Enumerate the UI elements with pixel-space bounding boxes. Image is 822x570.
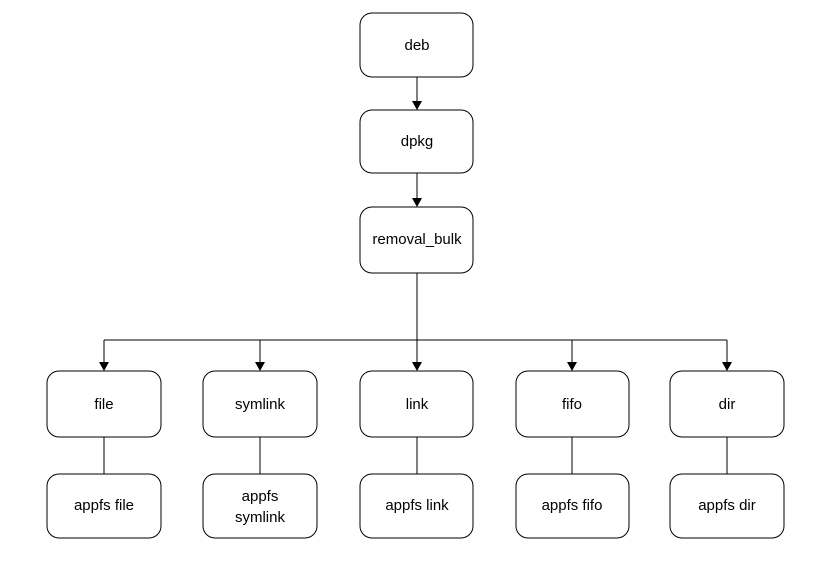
node-file-box [46, 370, 162, 438]
arrowhead-dpkg [412, 101, 422, 110]
node-symlink-label: symlink [235, 396, 286, 413]
node-dpkg-box [359, 109, 474, 174]
node-link-label: link [406, 396, 429, 413]
node-link-box [359, 370, 474, 438]
node-deb-label: deb [404, 37, 429, 54]
arrowhead-fifo [567, 362, 577, 371]
node-deb: deb [359, 12, 474, 78]
node-dir-box [669, 370, 785, 438]
arrowhead-link [412, 362, 422, 371]
node-removal-bulk-box [359, 206, 474, 274]
node-appfs-file-box [46, 473, 162, 539]
node-appfs-file-label: appfs file [74, 497, 134, 514]
node-dir: dir [669, 370, 785, 438]
node-appfs-symlink-label-line1: appfs [242, 488, 279, 505]
node-appfs-symlink: appfs symlink [202, 473, 318, 539]
node-appfs-symlink-box [202, 473, 318, 539]
arrowhead-symlink [255, 362, 265, 371]
arrowhead-dir [722, 362, 732, 371]
node-fifo-box [515, 370, 630, 438]
node-fifo: fifo [515, 370, 630, 438]
arrowhead-removal-bulk [412, 198, 422, 207]
node-symlink: symlink [202, 370, 318, 438]
node-file: file [46, 370, 162, 438]
node-appfs-dir-label: appfs dir [698, 497, 756, 514]
node-appfs-link-box [359, 473, 474, 539]
node-symlink-box [202, 370, 318, 438]
node-appfs-link: appfs link [359, 473, 474, 539]
node-appfs-file: appfs file [46, 473, 162, 539]
edges [99, 77, 732, 474]
node-appfs-fifo-box [515, 473, 630, 539]
node-appfs-dir: appfs dir [669, 473, 785, 539]
node-appfs-fifo-label: appfs fifo [542, 497, 603, 514]
node-dpkg-label: dpkg [401, 133, 434, 150]
node-appfs-fifo: appfs fifo [515, 473, 630, 539]
arrowhead-file [99, 362, 109, 371]
node-removal-bulk: removal_bulk [359, 206, 474, 274]
node-fifo-label: fifo [562, 396, 582, 413]
node-appfs-dir-box [669, 473, 785, 539]
node-dir-label: dir [719, 396, 736, 413]
node-dpkg: dpkg [359, 109, 474, 174]
node-deb-box [359, 12, 474, 78]
node-link: link [359, 370, 474, 438]
node-appfs-symlink-label-line2: symlink [235, 509, 286, 526]
node-file-label: file [94, 396, 113, 413]
node-appfs-link-label: appfs link [385, 497, 449, 514]
node-removal-bulk-label: removal_bulk [372, 231, 462, 248]
